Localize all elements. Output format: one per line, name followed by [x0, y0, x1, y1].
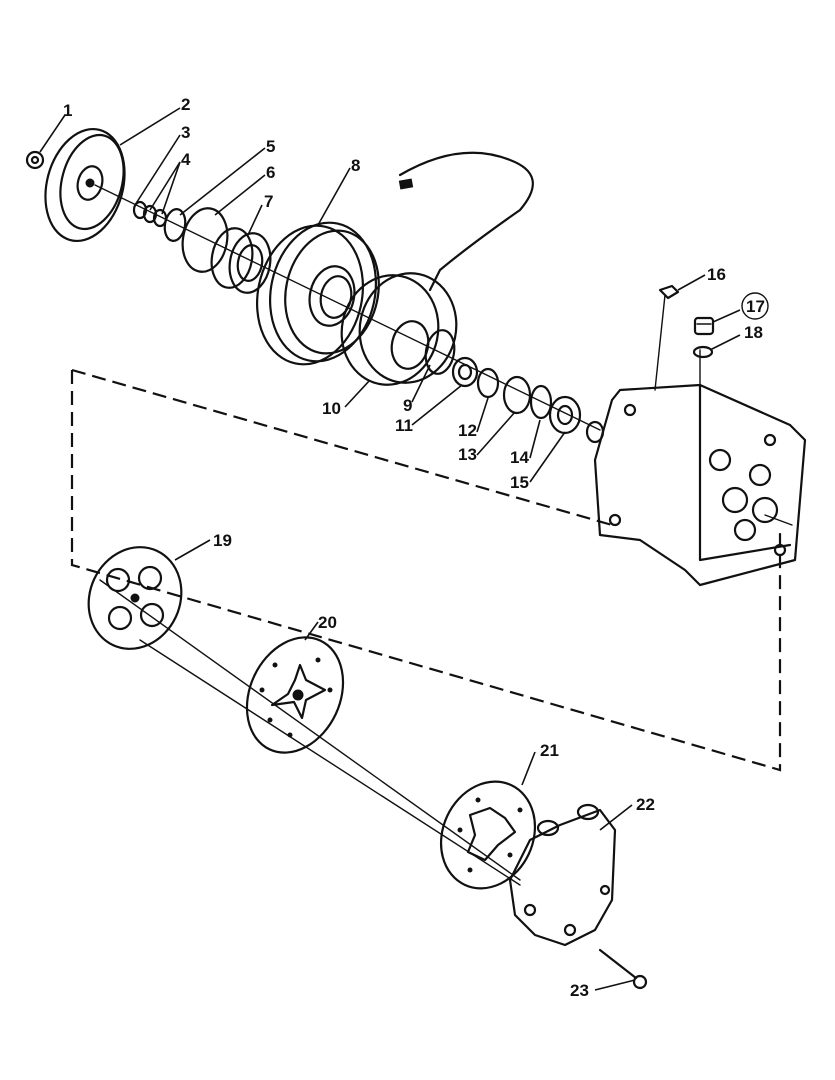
label-part-15: 15	[510, 473, 529, 492]
part-20-valve-plate	[245, 636, 345, 754]
label-part-18: 18	[744, 323, 763, 342]
part-1-nut	[25, 150, 45, 170]
lower-axis-line-1	[99, 579, 521, 881]
part-16-clip	[658, 284, 680, 300]
label-part-11: 11	[395, 416, 413, 435]
label-part-21: 21	[540, 741, 559, 760]
part-2-clutch-plate	[44, 127, 126, 243]
label-part-9: 9	[403, 396, 412, 415]
label-part-1: 1	[63, 101, 72, 120]
part-21-head-gasket	[439, 780, 537, 890]
label-part-6: 6	[266, 163, 275, 182]
label-part-17: 17	[746, 297, 765, 316]
leader-lines	[39, 107, 741, 991]
part-7-bearing	[210, 227, 272, 294]
label-part-2: 2	[181, 95, 190, 114]
label-part-14: 14	[510, 448, 529, 467]
part-19-gasket	[87, 546, 183, 650]
part-22-cylinder-head	[508, 803, 617, 947]
label-part-22: 22	[636, 795, 655, 814]
label-part-4: 4	[181, 150, 191, 169]
label-part-20: 20	[318, 613, 337, 632]
label-part-10: 10	[322, 399, 341, 418]
label-part-13: 13	[458, 445, 477, 464]
label-part-7: 7	[264, 192, 273, 211]
lower-axis-line-2	[139, 639, 521, 886]
dashed-assembly-frame	[70, 370, 782, 772]
part-5-6-snap-rings	[163, 207, 229, 273]
label-part-16: 16	[707, 265, 726, 284]
label-part-12: 12	[458, 421, 477, 440]
part-17-plug	[693, 316, 715, 336]
part-23-bolt	[598, 948, 648, 990]
label-part-5: 5	[266, 137, 275, 156]
part-8-pulley	[255, 221, 380, 366]
label-part-23: 23	[570, 981, 589, 1000]
parts-9-15-seals	[424, 329, 582, 435]
part-10-field-coil	[340, 151, 534, 386]
part-17-circle	[741, 292, 769, 320]
label-part-19: 19	[213, 531, 232, 550]
part-18-washer	[692, 345, 714, 359]
label-part-3: 3	[181, 123, 190, 142]
label-part-8: 8	[351, 156, 360, 175]
compressor-body	[585, 294, 807, 587]
